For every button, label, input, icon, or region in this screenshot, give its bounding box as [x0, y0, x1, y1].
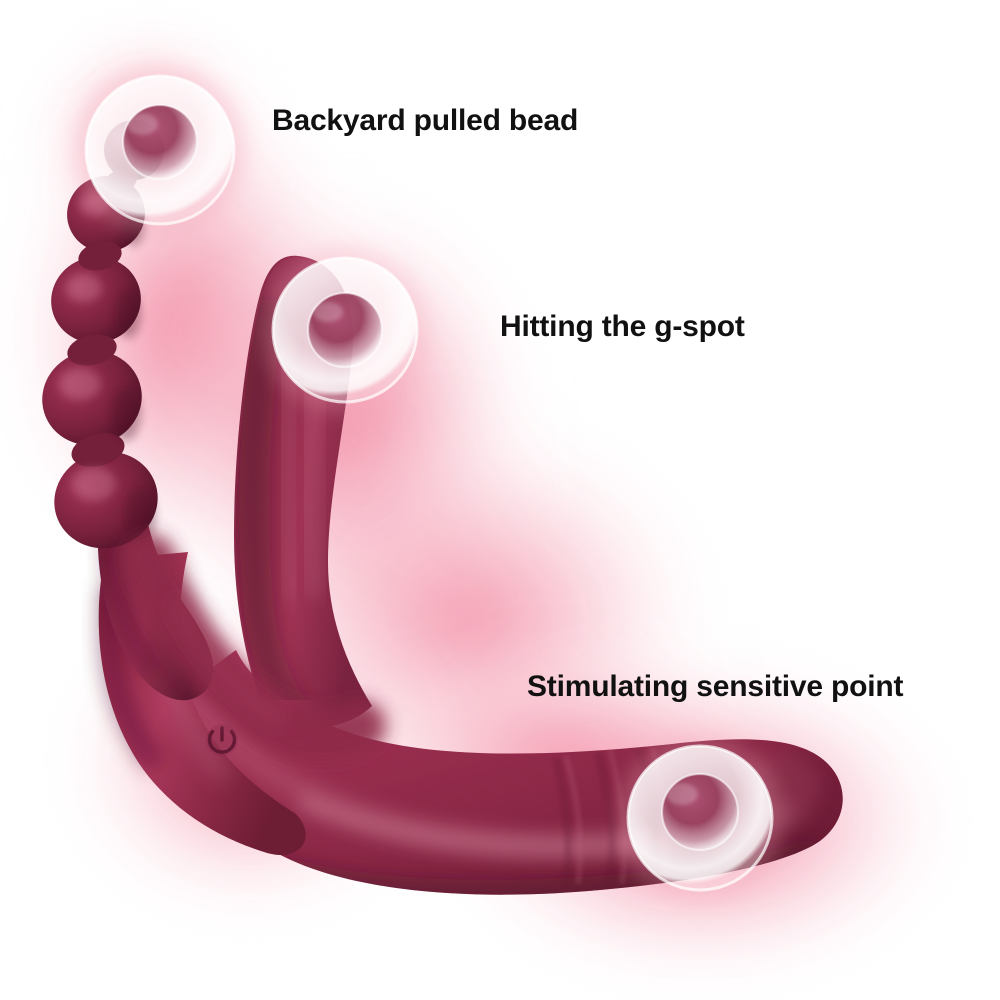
power-icon[interactable] — [206, 724, 238, 756]
callout-label-backyard-pulled-bead: Backyard pulled bead — [272, 104, 579, 137]
magnifier-bubble-icon-sensitive[interactable] — [616, 734, 784, 902]
callout-label-stimulating-sensitive-point: Stimulating sensitive point — [527, 670, 904, 703]
magnifier-bubble-icon-bead[interactable] — [74, 64, 246, 236]
magnifier-bubble-icon-gspot[interactable] — [261, 246, 429, 414]
arm-junction — [124, 534, 386, 762]
callout-label-hitting-the-g-spot: Hitting the g-spot — [500, 310, 745, 343]
